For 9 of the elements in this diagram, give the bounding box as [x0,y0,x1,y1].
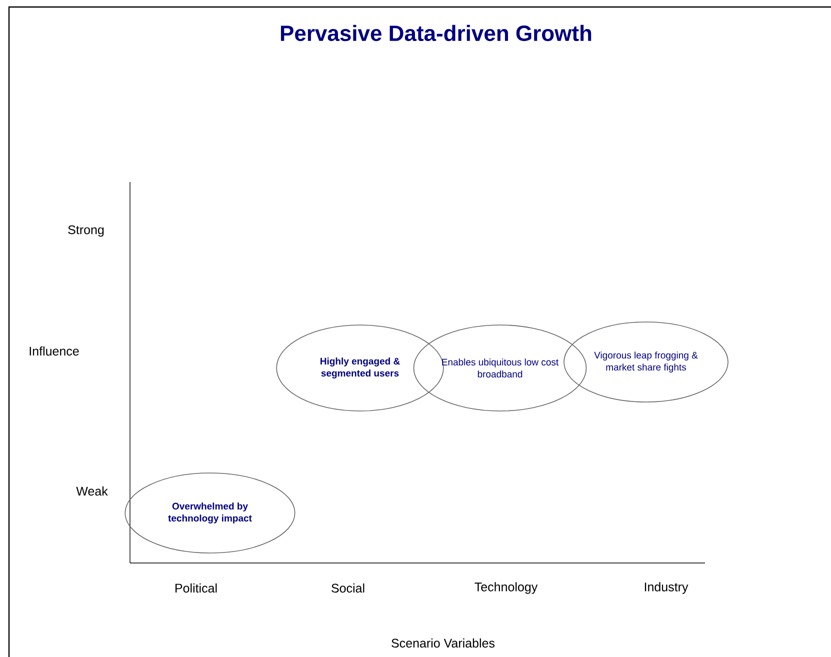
title: Pervasive Data-driven Growth [280,24,592,42]
axis-label: Industry [644,582,688,594]
axis-label: Social [332,583,364,593]
axis-label: Influence [30,346,79,356]
axis-label: Political [175,583,217,593]
axis-label: Strong [68,225,104,237]
axis-label: Technology [474,582,538,594]
axis-label: Weak [76,486,108,496]
axis-title: Scenario Variables [392,638,495,648]
